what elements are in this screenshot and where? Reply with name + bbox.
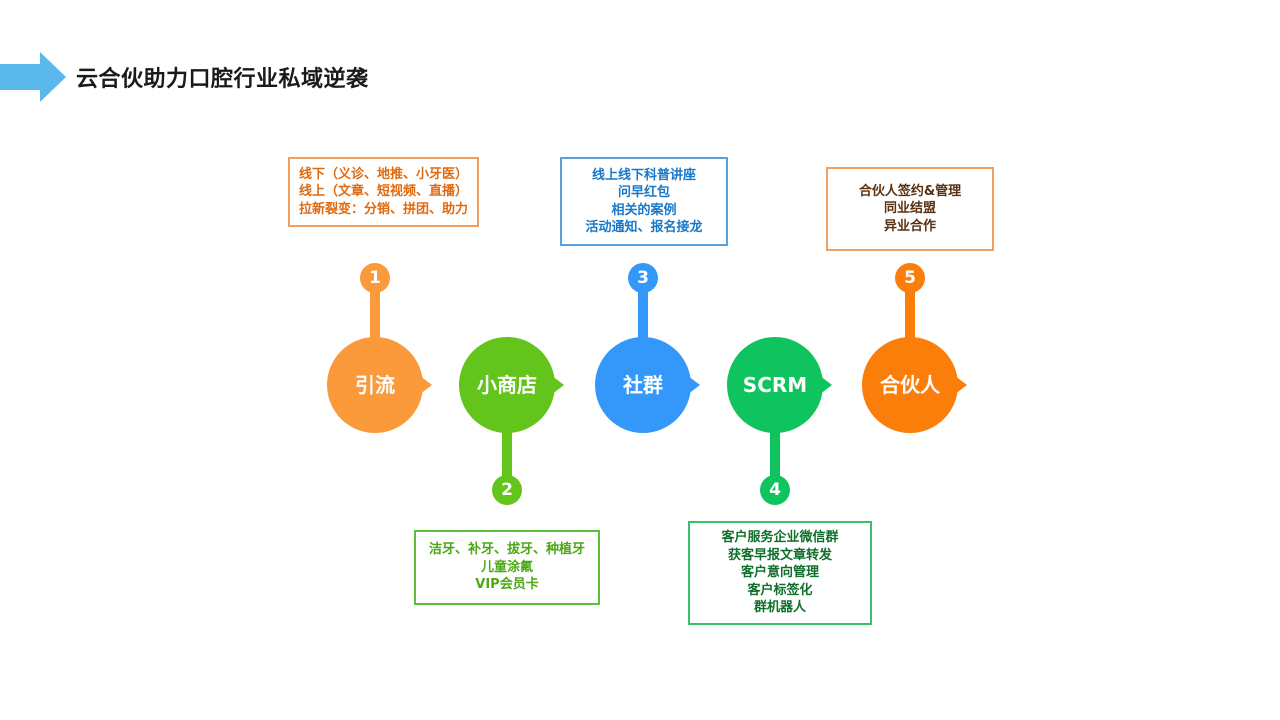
- stage-4-pointer-icon: [815, 372, 832, 398]
- stage-2-detail-item: 洁牙、补牙、拔牙、种植牙: [428, 542, 585, 558]
- stage-1-pointer-icon: [415, 372, 432, 398]
- stage-3-detail-item: 相关的案例: [611, 202, 677, 218]
- stage-3-detail-item: 活动通知、报名接龙: [585, 220, 703, 235]
- stage-2-number: 2: [501, 480, 513, 500]
- stage-3-circle: [595, 337, 691, 433]
- stage-3-connector: [638, 291, 648, 341]
- stage-2-detail-item: 儿童涂氟: [480, 559, 533, 575]
- stage-4-label: SCRM: [742, 373, 808, 397]
- stage-4-number: 4: [769, 480, 781, 500]
- stage-5-pointer-icon: [950, 372, 967, 398]
- stage-5-number: 5: [904, 268, 916, 288]
- stage-1-circle: [327, 337, 423, 433]
- stage-3-label: 社群: [623, 373, 663, 397]
- stage-1-number-badge: [360, 263, 390, 293]
- stage-2-detail-item: VIP会员卡: [475, 577, 539, 593]
- stage-5-details-box: 合伙人签约&管理同业结盟异业合作: [826, 167, 994, 251]
- stage-5-detail-item: 异业合作: [883, 218, 936, 234]
- stage-3-pointer-icon: [683, 372, 700, 398]
- stage-2-number-badge: [492, 475, 522, 505]
- stage-1-connector: [370, 291, 380, 341]
- stage-4-detail-item: 客户意向管理: [740, 565, 819, 581]
- stage-4-details-box: 客户服务企业微信群获客早报文章转发客户意向管理客户标签化群机器人: [688, 521, 872, 625]
- stage-2-circle: [459, 337, 555, 433]
- stage-4-detail-item: 客户服务企业微信群: [721, 530, 839, 546]
- stage-3-detail-item: 问早红包: [617, 185, 670, 200]
- stage-1-details-box: 线下（义诊、地推、小牙医） 线上（文章、短视频、直播）拉新裂变：分销、拼团、助力: [288, 157, 479, 227]
- stage-1-detail-item: 线上（文章、短视频、直播）: [298, 184, 468, 200]
- stage-3-number-badge: [628, 263, 658, 293]
- stage-3-number: 3: [637, 268, 649, 288]
- stage-4-circle: [727, 337, 823, 433]
- stage-5-connector: [905, 291, 915, 341]
- stage-2-pointer-icon: [547, 372, 564, 398]
- stage-5-number-badge: [895, 263, 925, 293]
- stage-1-detail-item: 线下（义诊、地推、小牙医）: [298, 166, 468, 182]
- stage-4-detail-item: 客户标签化: [747, 582, 813, 598]
- stage-4-number-badge: [760, 475, 790, 505]
- stage-3-details-box: 线上线下科普讲座问早红包相关的案例活动通知、报名接龙: [560, 157, 728, 246]
- stage-3-detail-item: 线上线下科普讲座: [591, 167, 696, 183]
- stage-2-details-box: 洁牙、补牙、拔牙、种植牙儿童涂氟 VIP会员卡: [414, 530, 600, 605]
- stage-4-detail-item: 群机器人: [753, 600, 806, 616]
- stage-4-connector: [770, 429, 780, 477]
- stage-4-detail-item: 获客早报文章转发: [727, 547, 832, 563]
- stage-1-detail-item: 拉新裂变：分销、拼团、助力: [298, 201, 468, 217]
- stage-5-circle: [862, 337, 958, 433]
- stage-5-label: 合伙人: [880, 373, 940, 397]
- stage-5-detail-item: 合伙人签约&管理: [858, 183, 962, 199]
- stage-1-label: 引流: [355, 373, 395, 397]
- page-title: 云合伙助力口腔行业私域逆袭: [76, 67, 369, 92]
- title-arrow-icon: [0, 52, 66, 102]
- stage-2-connector: [502, 429, 512, 477]
- stage-2-label: 小商店: [477, 373, 537, 397]
- stage-5-detail-item: 同业结盟: [883, 201, 936, 217]
- stage-1-number: 1: [369, 268, 381, 288]
